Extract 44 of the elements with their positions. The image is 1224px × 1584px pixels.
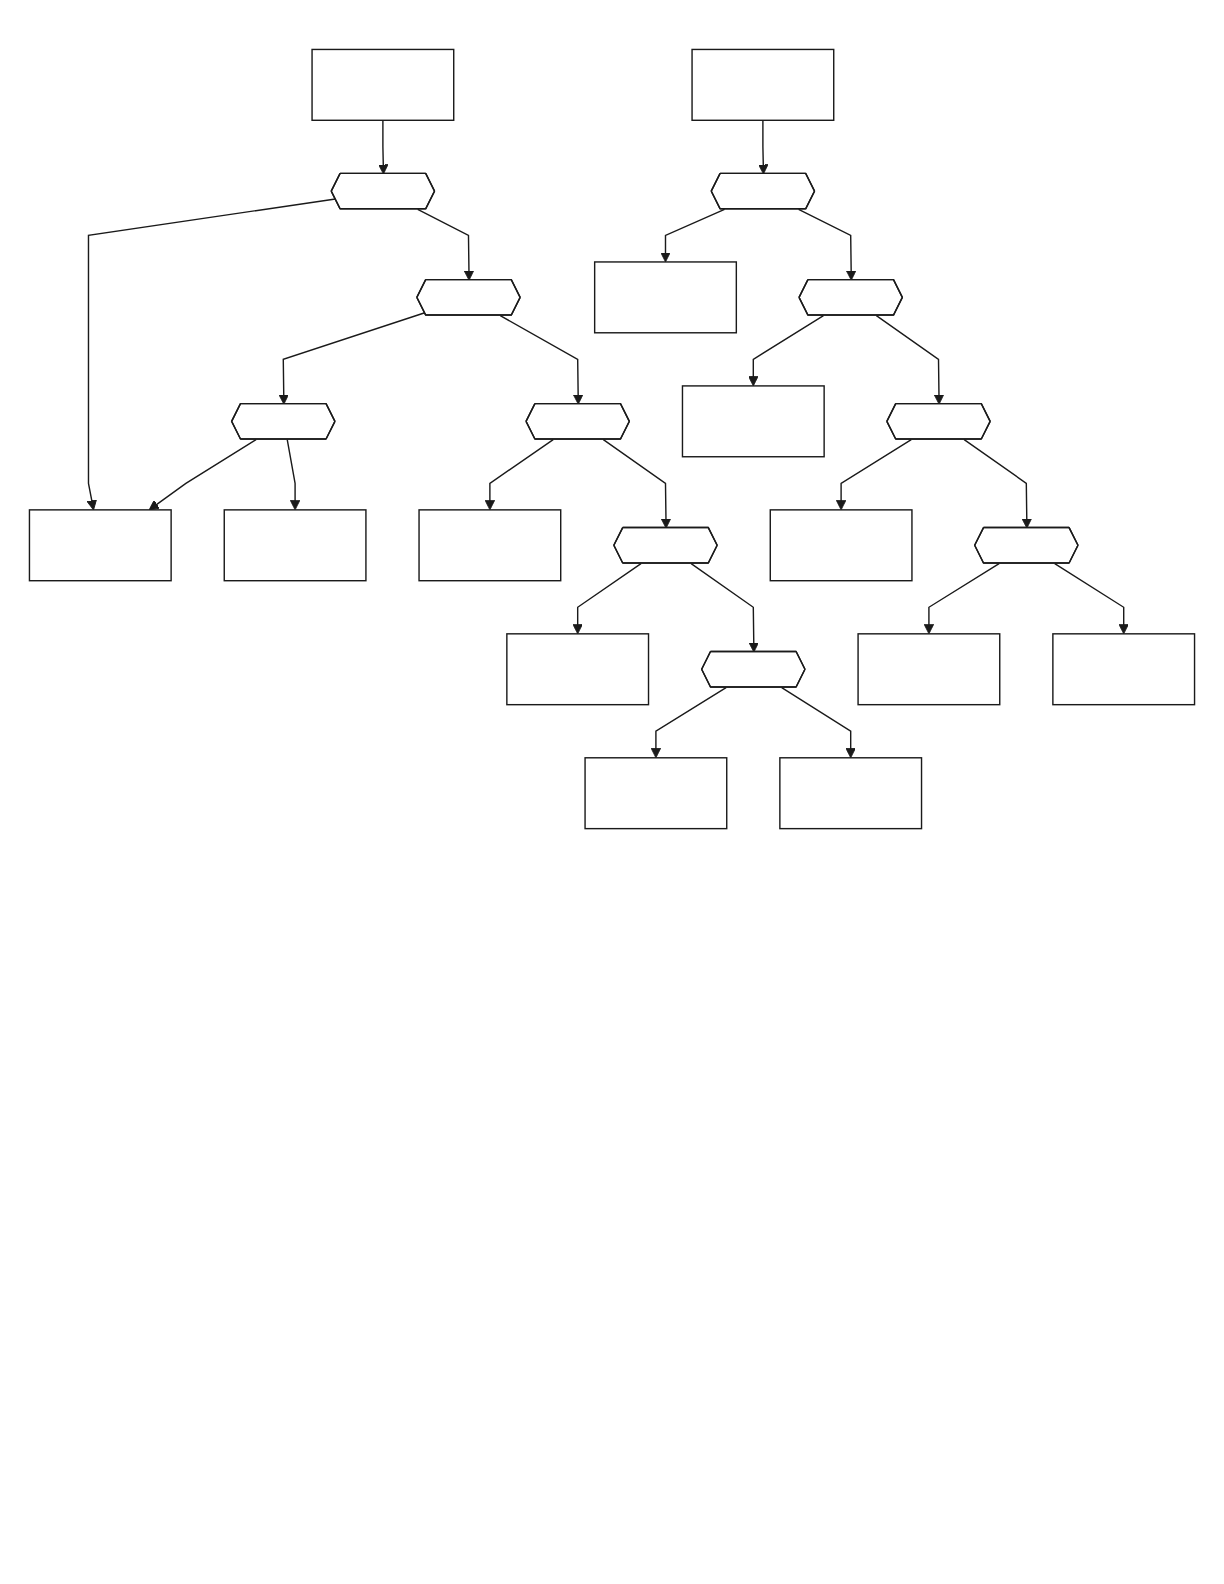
arrow xyxy=(923,562,1000,635)
arrow xyxy=(484,438,554,511)
hexagon-node xyxy=(886,402,991,440)
arrow xyxy=(378,119,389,175)
hexagon-node xyxy=(700,650,806,688)
process-box xyxy=(681,385,825,458)
arrow xyxy=(875,314,945,405)
process-box xyxy=(506,633,650,706)
hexagon-node xyxy=(798,278,904,316)
hexagon-node xyxy=(525,402,631,440)
process-box xyxy=(593,261,738,334)
arrow xyxy=(690,562,759,653)
arrow xyxy=(148,438,257,511)
arrow xyxy=(963,438,1032,529)
process-box xyxy=(857,633,1001,706)
arrow xyxy=(286,438,301,511)
arrow xyxy=(835,438,912,511)
hexagon-node xyxy=(330,172,436,210)
process-box xyxy=(691,48,835,121)
arrow xyxy=(758,119,769,175)
arrow xyxy=(781,686,856,759)
process-box xyxy=(223,509,367,582)
arrow xyxy=(748,314,825,387)
hexagon-node xyxy=(613,526,718,564)
process-box xyxy=(418,509,562,582)
hexagon-node xyxy=(416,278,521,316)
process-box xyxy=(584,757,728,830)
arrow xyxy=(417,208,475,281)
process-box xyxy=(1052,633,1196,706)
process-box xyxy=(28,509,172,582)
arrow xyxy=(499,314,584,405)
arrow xyxy=(660,208,726,263)
arrow xyxy=(797,208,857,281)
hexagon-node xyxy=(230,402,336,440)
arrow xyxy=(572,562,642,635)
process-box xyxy=(769,509,913,582)
arrow xyxy=(86,198,337,511)
arrow xyxy=(602,438,672,529)
process-box xyxy=(311,48,455,121)
arrow xyxy=(1054,562,1129,635)
process-box xyxy=(779,757,923,830)
hexagon-node xyxy=(710,172,816,210)
arrow xyxy=(650,686,727,759)
hexagon-node xyxy=(973,526,1079,564)
